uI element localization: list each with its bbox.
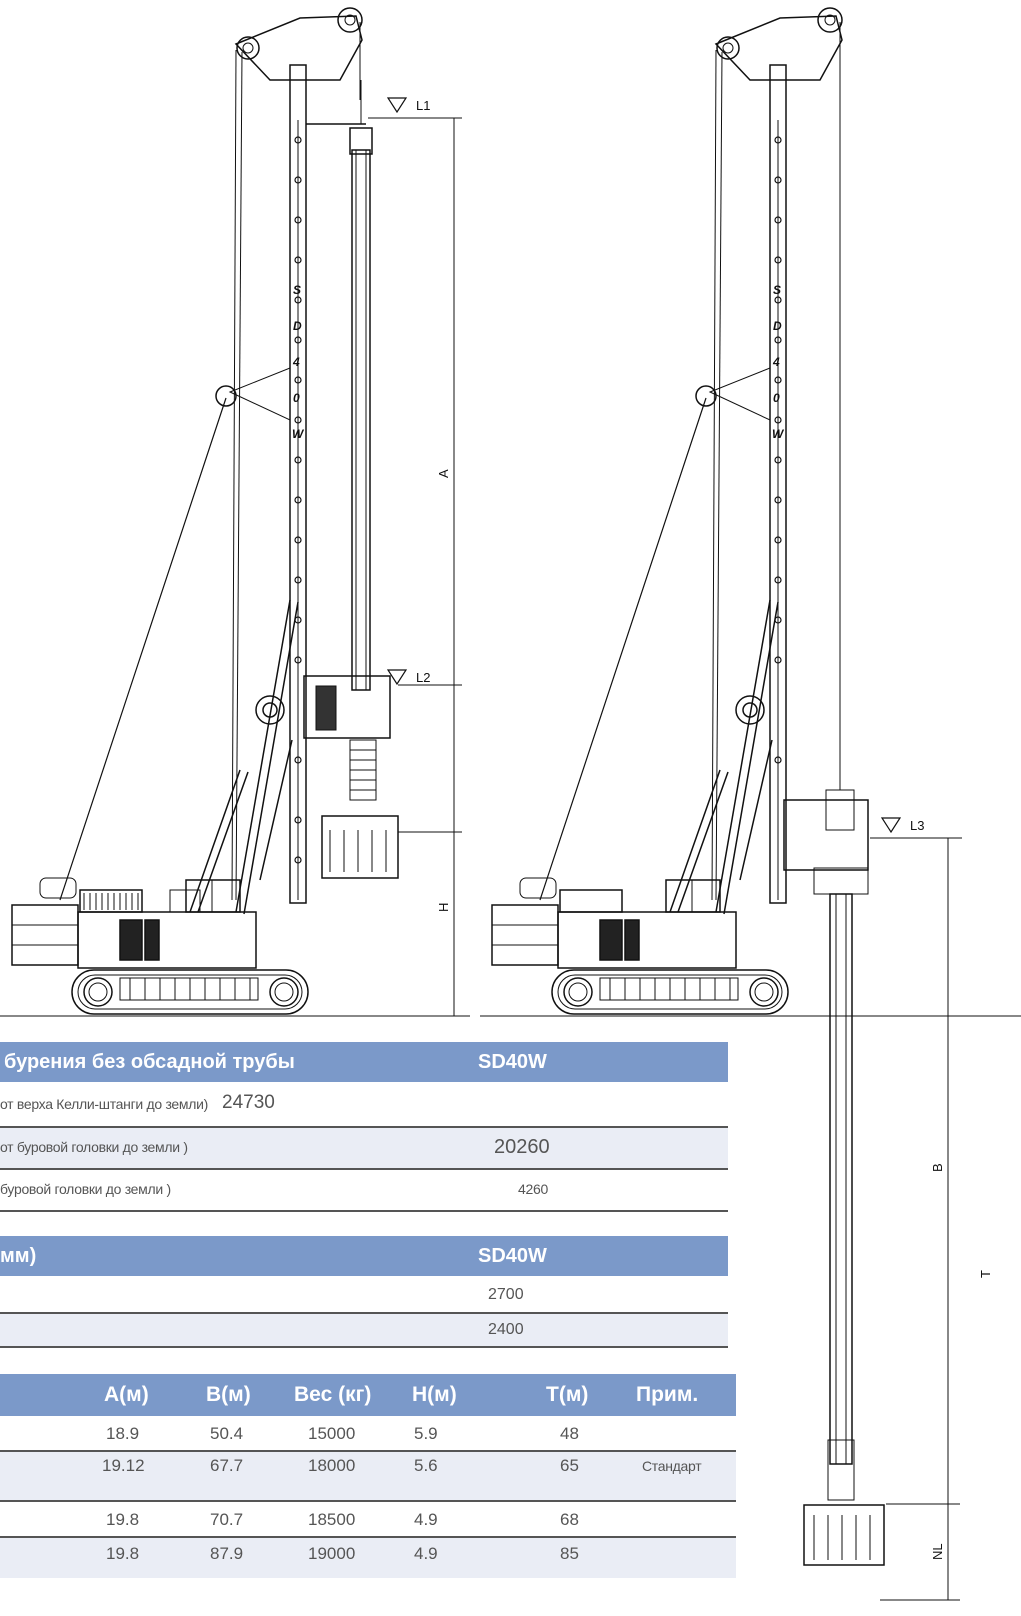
col-header-a: A(м) bbox=[104, 1383, 149, 1406]
dimensions-table: мм) SD40W 2700 2400 bbox=[0, 1236, 728, 1348]
cell-a: 19.12 bbox=[102, 1456, 145, 1475]
row-label: от буровой головки до земли ) bbox=[0, 1139, 188, 1155]
row-value: 2400 bbox=[488, 1321, 524, 1338]
table-header: A(м) B(м) Вес (кг) H(м) T(м) Прим. bbox=[0, 1374, 736, 1416]
dim-t-label: T bbox=[978, 1270, 993, 1278]
mast-letter: W bbox=[292, 427, 305, 441]
left-rig bbox=[0, 7, 470, 1017]
mast-letter: 4 bbox=[772, 355, 780, 369]
level-l2-label: L2 bbox=[416, 670, 430, 685]
cell-a: 19.8 bbox=[106, 1544, 140, 1563]
table-row: 19.8 87.9 19000 4.9 85 bbox=[0, 1538, 736, 1578]
row-value: 20260 bbox=[494, 1136, 550, 1158]
cell-b: 50.4 bbox=[210, 1424, 244, 1443]
table-row: 18.9 50.4 15000 5.9 48 bbox=[0, 1418, 736, 1452]
table-title: бурения без обсадной трубы bbox=[4, 1051, 295, 1073]
mast-letter: S bbox=[293, 283, 301, 297]
cell-note: Стандарт bbox=[642, 1458, 702, 1474]
table-row: 19.8 70.7 18500 4.9 68 bbox=[0, 1502, 736, 1538]
table-row: 2400 bbox=[0, 1314, 728, 1348]
table-row: буровой головки до земли ) 4260 bbox=[0, 1170, 728, 1212]
cell-t: 65 bbox=[560, 1456, 579, 1475]
col-header-t: T(м) bbox=[546, 1383, 589, 1406]
cell-b: 67.7 bbox=[210, 1456, 244, 1475]
mast-letter: 4 bbox=[292, 355, 300, 369]
mast-letter: S bbox=[773, 283, 781, 297]
col-header-h: H(м) bbox=[412, 1383, 457, 1406]
dim-h-label: H bbox=[436, 903, 451, 912]
col-header-b: B(м) bbox=[206, 1383, 251, 1406]
cell-b: 87.9 bbox=[210, 1544, 244, 1563]
col-header-note: Прим. bbox=[636, 1383, 699, 1406]
cell-h: 4.9 bbox=[414, 1510, 438, 1529]
table-row: 2700 bbox=[0, 1278, 728, 1314]
cell-h: 4.9 bbox=[414, 1544, 438, 1563]
dim-nl-label: NL bbox=[930, 1543, 945, 1560]
cell-t: 85 bbox=[560, 1544, 579, 1563]
level-l1-label: L1 bbox=[416, 98, 430, 113]
table-title: мм) bbox=[0, 1245, 37, 1267]
level-l3-label: L3 bbox=[910, 818, 924, 833]
col-header-weight: Вес (кг) bbox=[294, 1383, 372, 1406]
mast-letter: 0 bbox=[773, 391, 780, 405]
cell-a: 19.8 bbox=[106, 1510, 140, 1529]
cell-h: 5.9 bbox=[414, 1424, 438, 1443]
table-header: мм) SD40W bbox=[0, 1236, 728, 1276]
table-row: от буровой головки до земли ) 20260 bbox=[0, 1128, 728, 1170]
cell-t: 68 bbox=[560, 1510, 579, 1529]
table-row: от верха Келли-штанги до земли) 24730 bbox=[0, 1084, 728, 1128]
dim-a-label: A bbox=[436, 469, 451, 478]
cell-h: 5.6 bbox=[414, 1456, 438, 1475]
kelly-bar-table: A(м) B(м) Вес (кг) H(м) T(м) Прим. 18.9 … bbox=[0, 1374, 736, 1616]
dim-b-label: B bbox=[930, 1163, 945, 1172]
table-row: 19.12 67.7 18000 5.6 65 Стандарт bbox=[0, 1452, 736, 1502]
cell-b: 70.7 bbox=[210, 1510, 244, 1529]
mast-letter: 0 bbox=[293, 391, 300, 405]
model-name: SD40W bbox=[478, 1051, 547, 1073]
cell-weight: 19000 bbox=[308, 1544, 356, 1563]
row-value: 24730 bbox=[222, 1092, 275, 1113]
drilling-heights-table: бурения без обсадной трубы SD40W от верх… bbox=[0, 1042, 728, 1242]
row-label: от верха Келли-штанги до земли) bbox=[0, 1096, 208, 1112]
right-rig bbox=[480, 7, 1021, 1601]
table-header: бурения без обсадной трубы SD40W bbox=[0, 1042, 728, 1082]
mast-letter: W bbox=[772, 427, 785, 441]
row-value: 2700 bbox=[488, 1286, 524, 1303]
row-label: буровой головки до земли ) bbox=[0, 1181, 171, 1197]
cell-weight: 15000 bbox=[308, 1424, 356, 1443]
cell-a: 18.9 bbox=[106, 1424, 140, 1443]
row-value: 4260 bbox=[518, 1181, 548, 1197]
cell-weight: 18500 bbox=[308, 1510, 356, 1529]
model-name: SD40W bbox=[478, 1245, 547, 1267]
cell-t: 48 bbox=[560, 1424, 579, 1443]
mast-letter: D bbox=[773, 319, 782, 333]
cell-weight: 18000 bbox=[308, 1456, 356, 1475]
mast-letter: D bbox=[293, 319, 302, 333]
